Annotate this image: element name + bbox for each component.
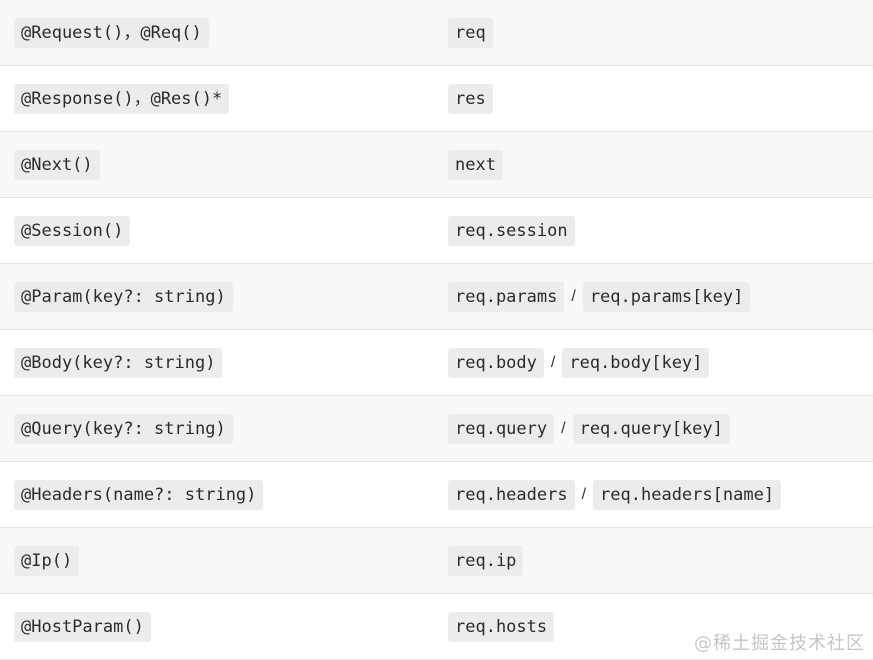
table-row: @Request()，@Req() req [0, 0, 873, 66]
value-cell: req [437, 17, 873, 48]
value-cell: next [437, 149, 873, 180]
value-separator: / [581, 485, 587, 503]
table-row: @Query(key?: string) req.query / req.que… [0, 396, 873, 462]
value-code-keyed: req.headers[name] [593, 479, 782, 510]
value-cell: req.ip [437, 545, 873, 576]
table-row: @Next() next [0, 132, 873, 198]
table-row: @Body(key?: string) req.body / req.body[… [0, 330, 873, 396]
decorator-code: @Request()，@Req() [14, 17, 209, 48]
value-code-keyed: req.params[key] [582, 281, 751, 312]
decorator-cell: @HostParam() [0, 611, 437, 642]
decorator-code: @HostParam() [14, 611, 151, 642]
table-row: @Headers(name?: string) req.headers / re… [0, 462, 873, 528]
decorator-code: @Body(key?: string) [14, 347, 223, 378]
value-cell: req.query / req.query[key] [437, 413, 873, 444]
decorator-cell: @Param(key?: string) [0, 281, 437, 312]
table-row: @HostParam() req.hosts [0, 594, 873, 660]
decorator-code: @Param(key?: string) [14, 281, 233, 312]
value-separator: / [571, 287, 576, 305]
decorator-cell: @Headers(name?: string) [0, 479, 437, 510]
table-row: @Session() req.session [0, 198, 873, 264]
value-code: res [448, 83, 493, 114]
value-code: req.params [448, 281, 565, 312]
value-cell: req.body / req.body[key] [437, 347, 873, 378]
table-row: @Response()，@Res()* res [0, 66, 873, 132]
value-code: next [448, 149, 503, 180]
value-code: req.body [448, 347, 544, 378]
value-code: req.ip [448, 545, 524, 576]
decorator-cell: @Session() [0, 215, 437, 246]
table-row: @Param(key?: string) req.params / req.pa… [0, 264, 873, 330]
decorator-code: @Headers(name?: string) [14, 479, 264, 510]
decorator-cell: @Response()，@Res()* [0, 83, 437, 114]
value-cell: req.params / req.params[key] [437, 281, 873, 312]
value-separator: / [561, 419, 566, 437]
value-cell: req.hosts [437, 611, 873, 642]
decorator-code: @Ip() [14, 545, 80, 576]
table-row: @Ip() req.ip [0, 528, 873, 594]
value-code: req.headers [448, 479, 575, 510]
decorator-cell: @Ip() [0, 545, 437, 576]
decorator-cell: @Body(key?: string) [0, 347, 437, 378]
decorator-cell: @Request()，@Req() [0, 17, 437, 48]
value-separator: / [550, 353, 556, 371]
value-code: req.hosts [448, 611, 555, 642]
decorator-code: @Response()，@Res()* [14, 83, 230, 114]
value-code-keyed: req.query[key] [572, 413, 730, 444]
decorator-cell: @Next() [0, 149, 437, 180]
value-cell: req.session [437, 215, 873, 246]
value-cell: req.headers / req.headers[name] [437, 479, 873, 510]
decorator-cell: @Query(key?: string) [0, 413, 437, 444]
decorator-code: @Session() [14, 215, 131, 246]
value-code: req [448, 17, 493, 48]
value-code: req.session [448, 215, 575, 246]
value-code-keyed: req.body[key] [562, 347, 710, 378]
decorator-code: @Query(key?: string) [14, 413, 233, 444]
value-cell: res [437, 83, 873, 114]
value-code: req.query [448, 413, 555, 444]
decorator-code: @Next() [14, 149, 100, 180]
